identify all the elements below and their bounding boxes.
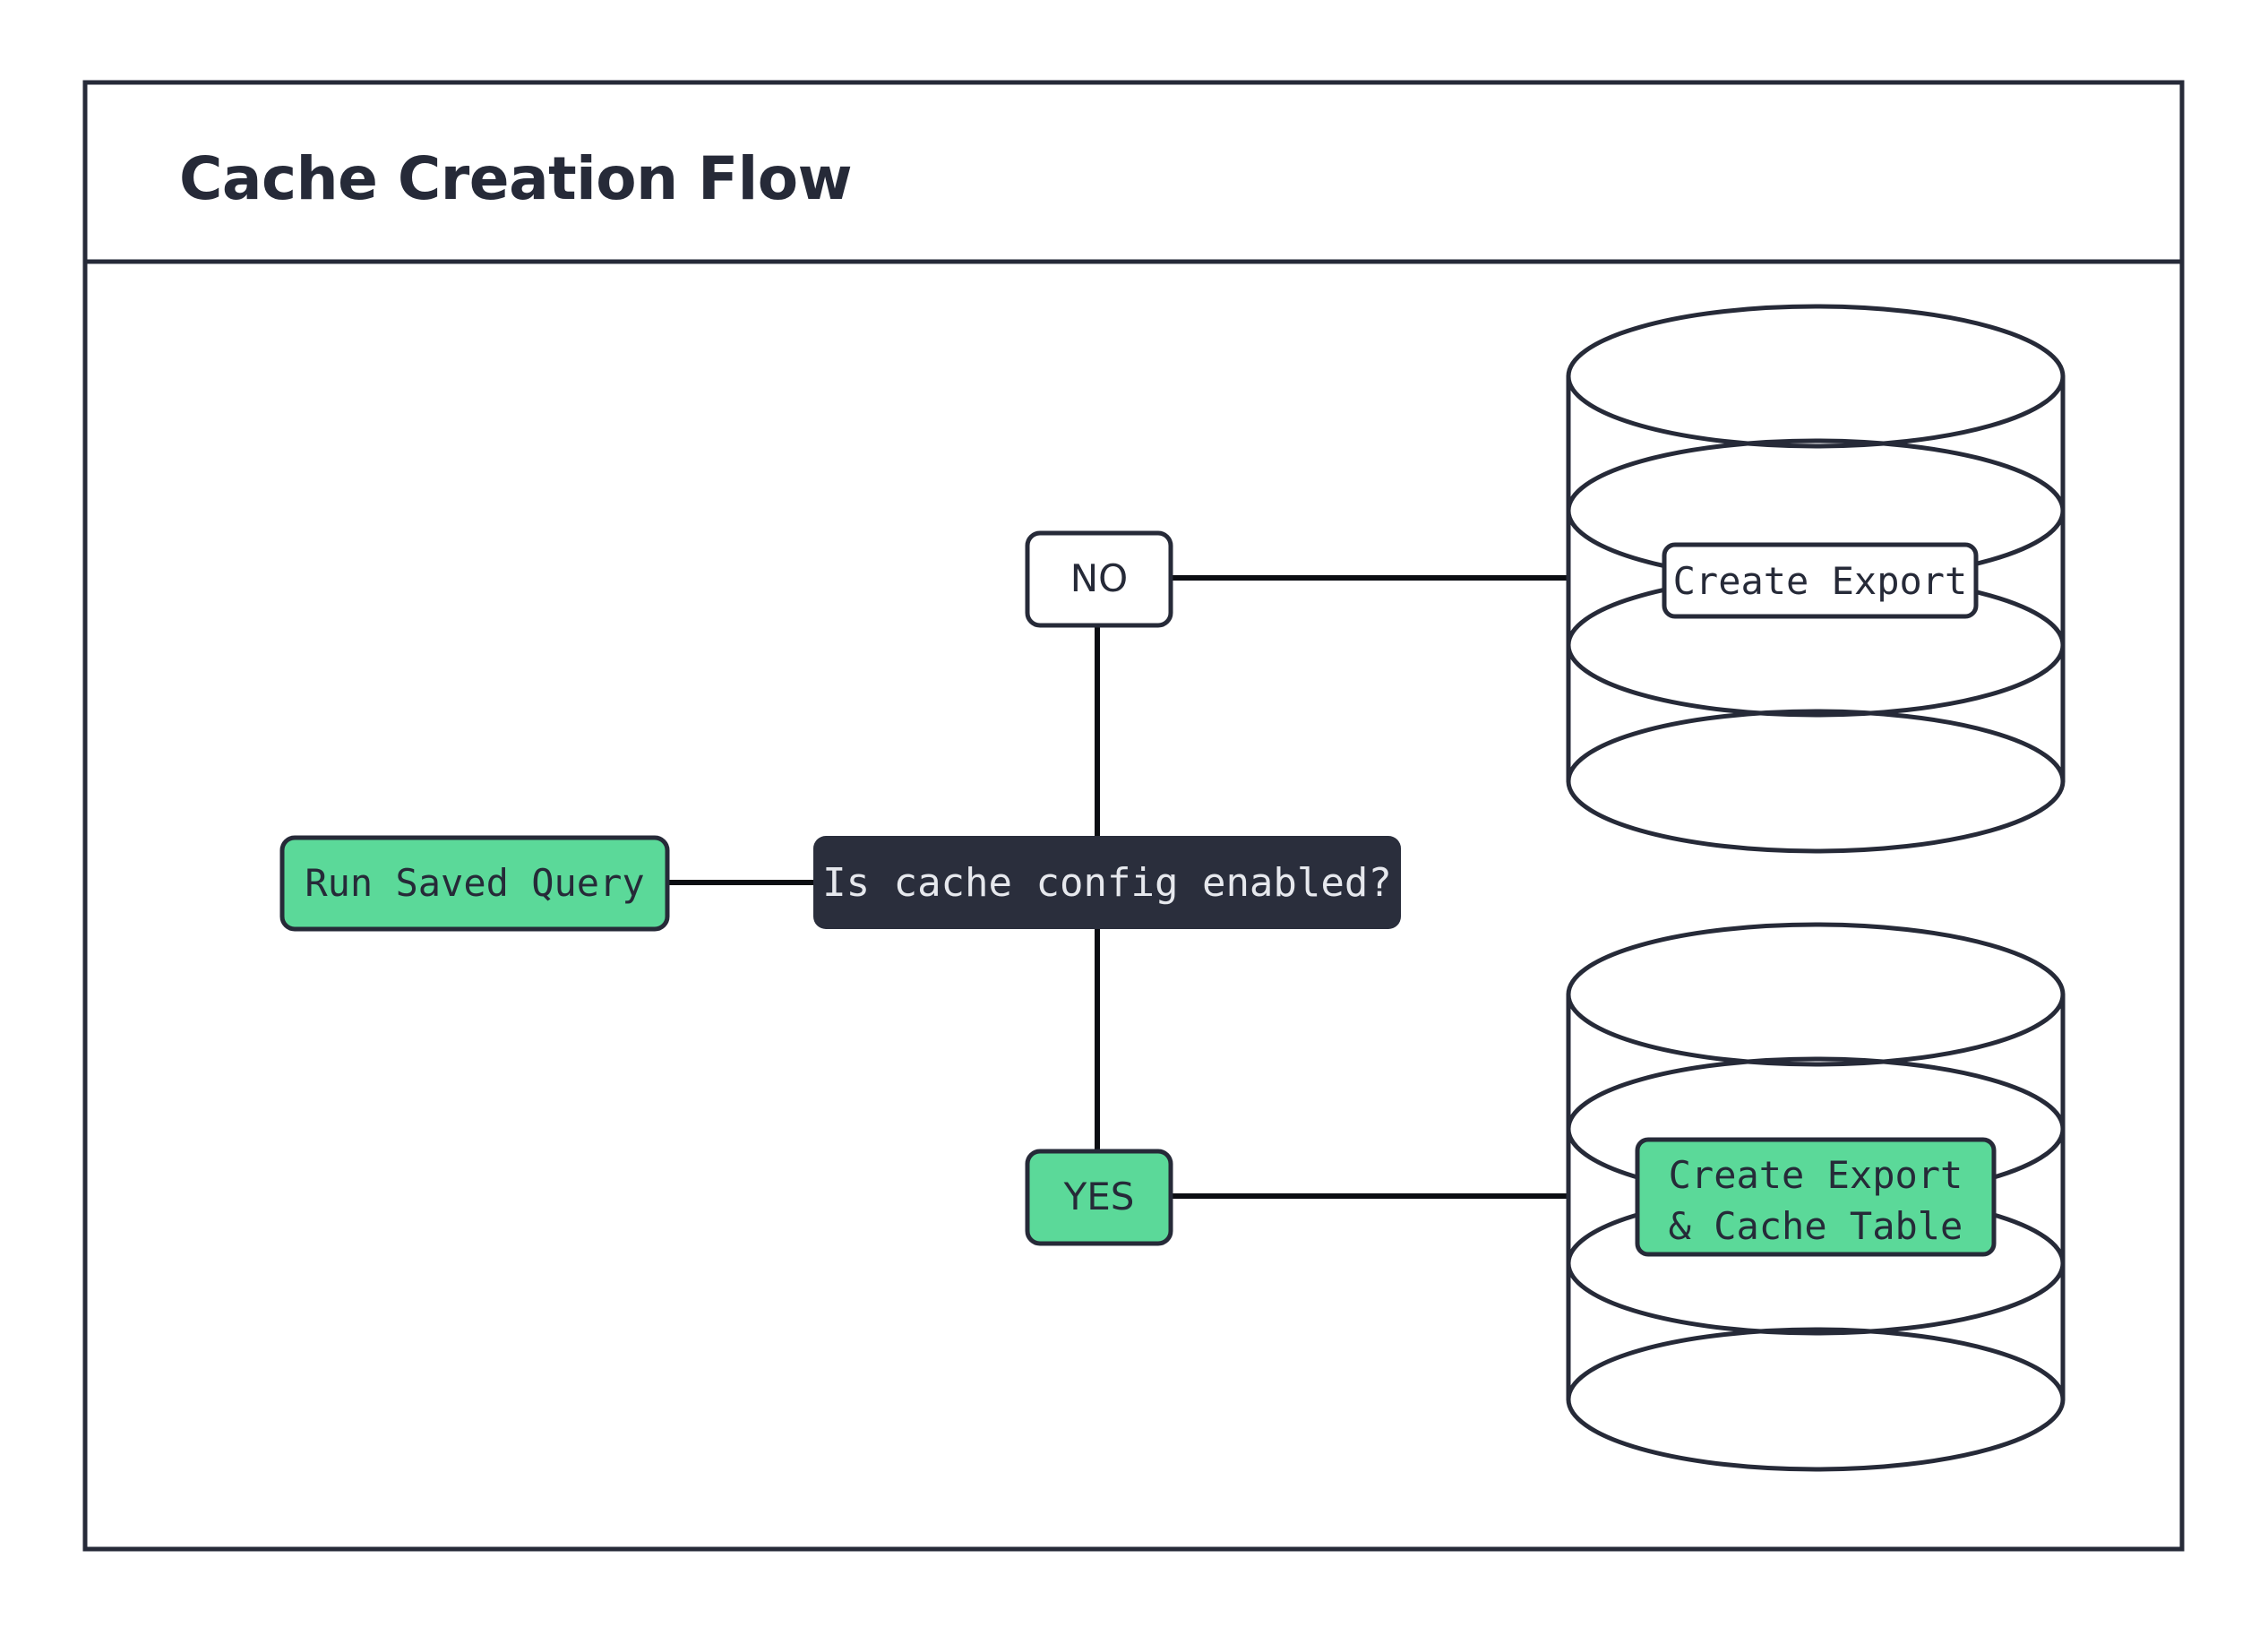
database-bottom-label-line2: & Cache Table: [1669, 1204, 1963, 1248]
branch-yes-node[interactable]: YES: [1025, 1149, 1173, 1246]
is-cache-config-enabled-label: Is cache config enabled?: [822, 860, 1392, 906]
is-cache-config-enabled-node[interactable]: Is cache config enabled?: [813, 836, 1401, 929]
database-top-label: Create Export: [1673, 559, 1968, 603]
branch-no-node[interactable]: NO: [1025, 530, 1173, 628]
database-bottom-label-line1: Create Export: [1669, 1153, 1963, 1197]
branch-no-label: NO: [1070, 556, 1128, 600]
is-cache-config-enabled-box: [813, 836, 1401, 929]
page-title: Cache Creation Flow: [179, 144, 852, 213]
database-create-export[interactable]: Create Export: [1566, 304, 2066, 854]
run-saved-query-label: Run Saved Query: [305, 861, 644, 905]
branch-yes-box: [1025, 1149, 1173, 1246]
branch-yes-label: YES: [1063, 1175, 1135, 1218]
run-saved-query-node[interactable]: Run Saved Query: [279, 835, 670, 932]
database-top-label-chip: [1662, 542, 1979, 619]
diagram-frame: [82, 80, 2185, 1552]
branch-no-box: [1025, 530, 1173, 628]
database-create-export-cache-table[interactable]: Create Export & Cache Table: [1566, 922, 2066, 1472]
run-saved-query-box: [279, 835, 670, 932]
database-bottom-label-chip: [1635, 1137, 1997, 1257]
